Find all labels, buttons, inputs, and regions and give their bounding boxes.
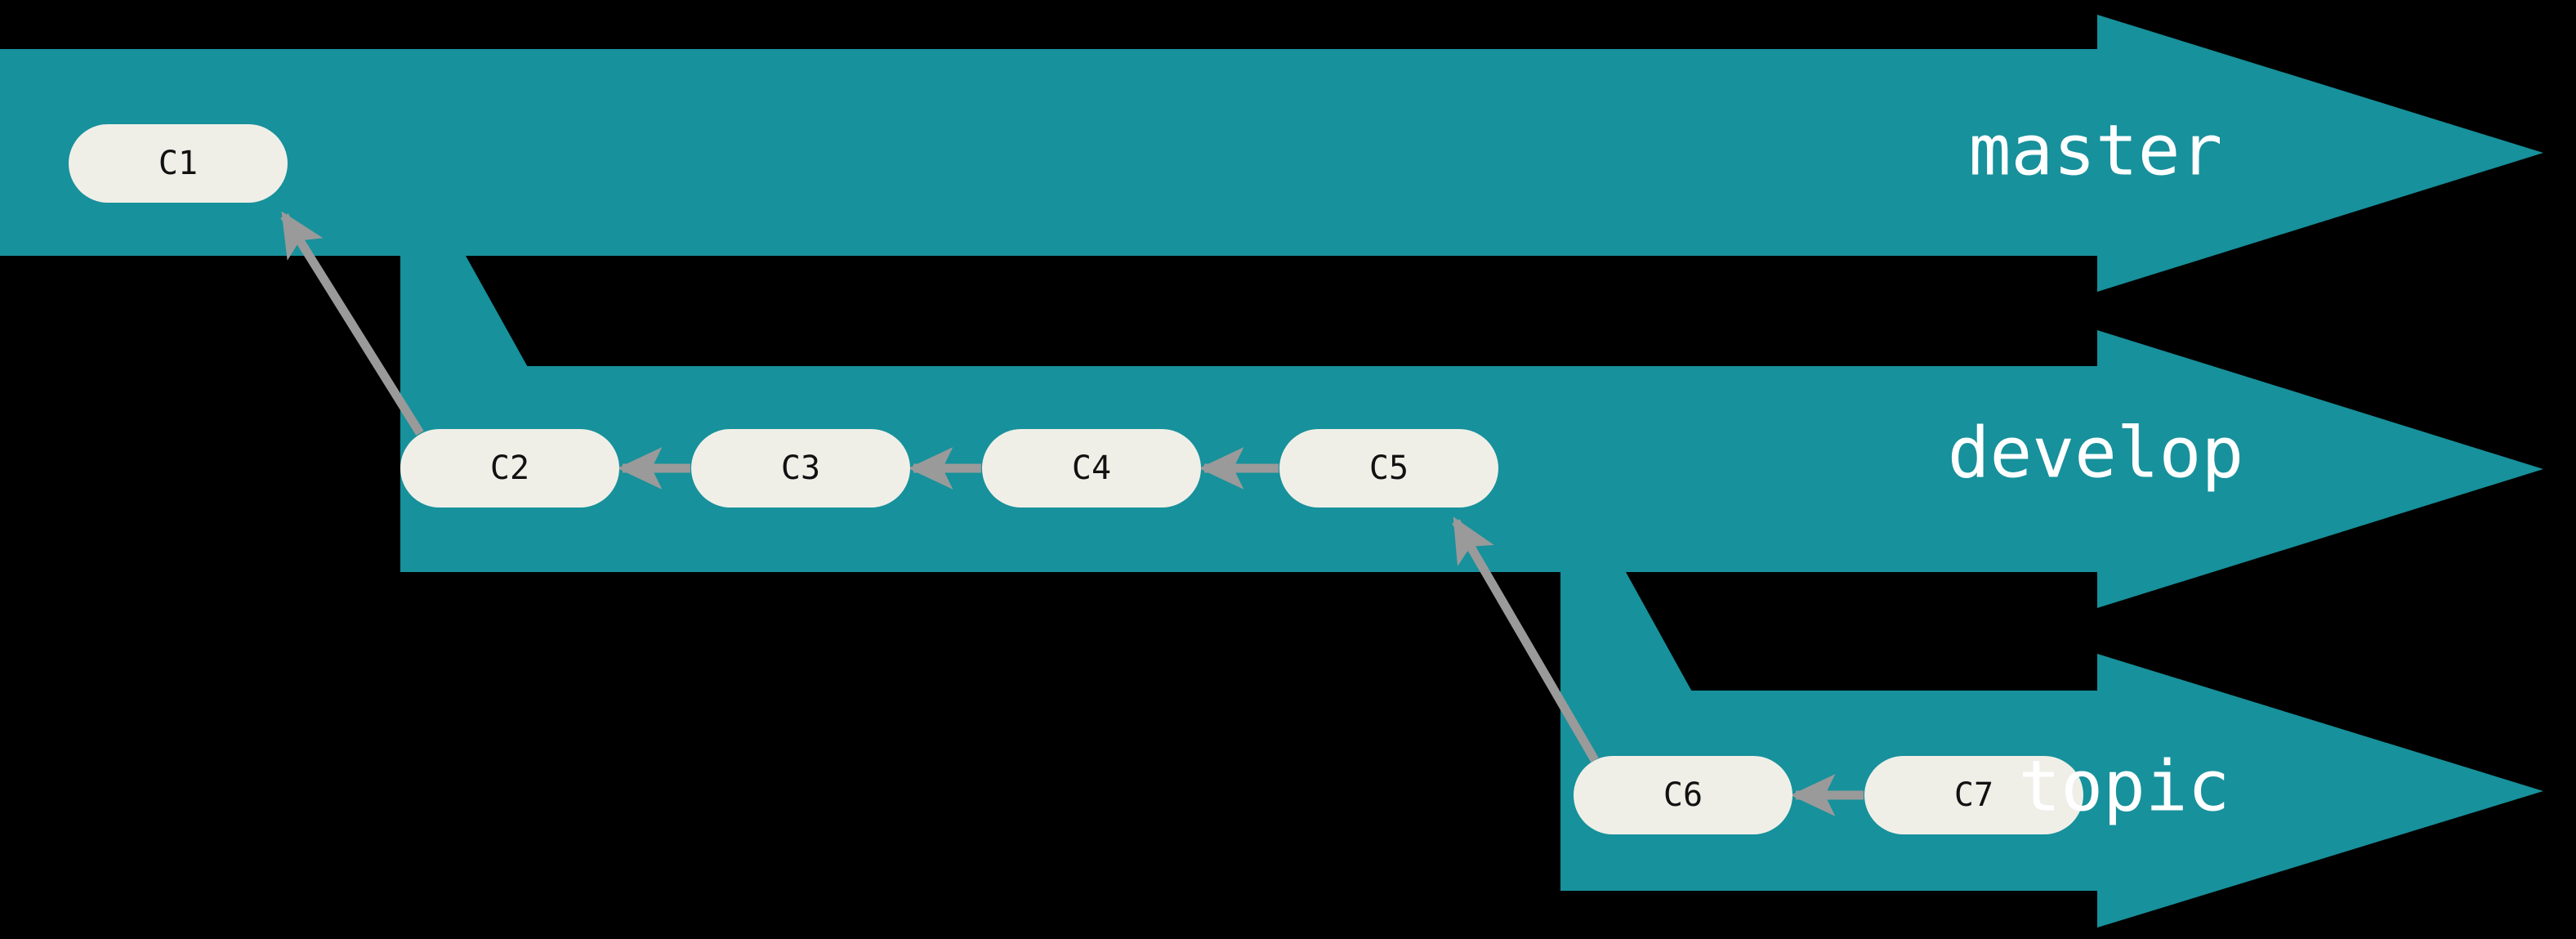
commit-node-label: C2 (490, 449, 529, 487)
commit-node-c2[interactable]: C2 (400, 429, 619, 508)
commit-node-c6[interactable]: C6 (1574, 756, 1792, 834)
commit-node-shape (982, 429, 1201, 508)
commit-node-label: C6 (1663, 776, 1703, 814)
branch-label-topic: topic (2019, 745, 2230, 827)
commit-node-label: C4 (1072, 449, 1111, 487)
commit-node-c5[interactable]: C5 (1279, 429, 1498, 508)
branch-label-develop: develop (1948, 412, 2243, 494)
commit-node-label: C1 (158, 145, 198, 182)
commit-edge-c2-c1 (280, 211, 424, 436)
commit-node-c1[interactable]: C1 (69, 124, 288, 203)
commit-node-shape (691, 429, 910, 508)
commit-edge-c6-c5 (1452, 516, 1599, 762)
branch-label-master: master (1969, 110, 2223, 191)
commit-node-c3[interactable]: C3 (691, 429, 910, 508)
branch-labels: master develop topic (1948, 110, 2243, 827)
commit-node-shape (400, 429, 619, 508)
commit-node-shape (1279, 429, 1498, 508)
branch-band-master[interactable] (0, 15, 2543, 572)
commit-node-shape (1574, 756, 1792, 834)
commit-node-label: C7 (1954, 776, 1993, 814)
commit-parent-edges (280, 211, 1864, 816)
commit-node-c4[interactable]: C4 (982, 429, 1201, 508)
commit-node-c7[interactable]: C7 (1864, 756, 2083, 834)
commit-node-label: C5 (1369, 449, 1409, 487)
commit-node-shape (69, 124, 288, 203)
commit-node-label: C3 (781, 449, 820, 487)
commit-node-shape (1864, 756, 2083, 834)
